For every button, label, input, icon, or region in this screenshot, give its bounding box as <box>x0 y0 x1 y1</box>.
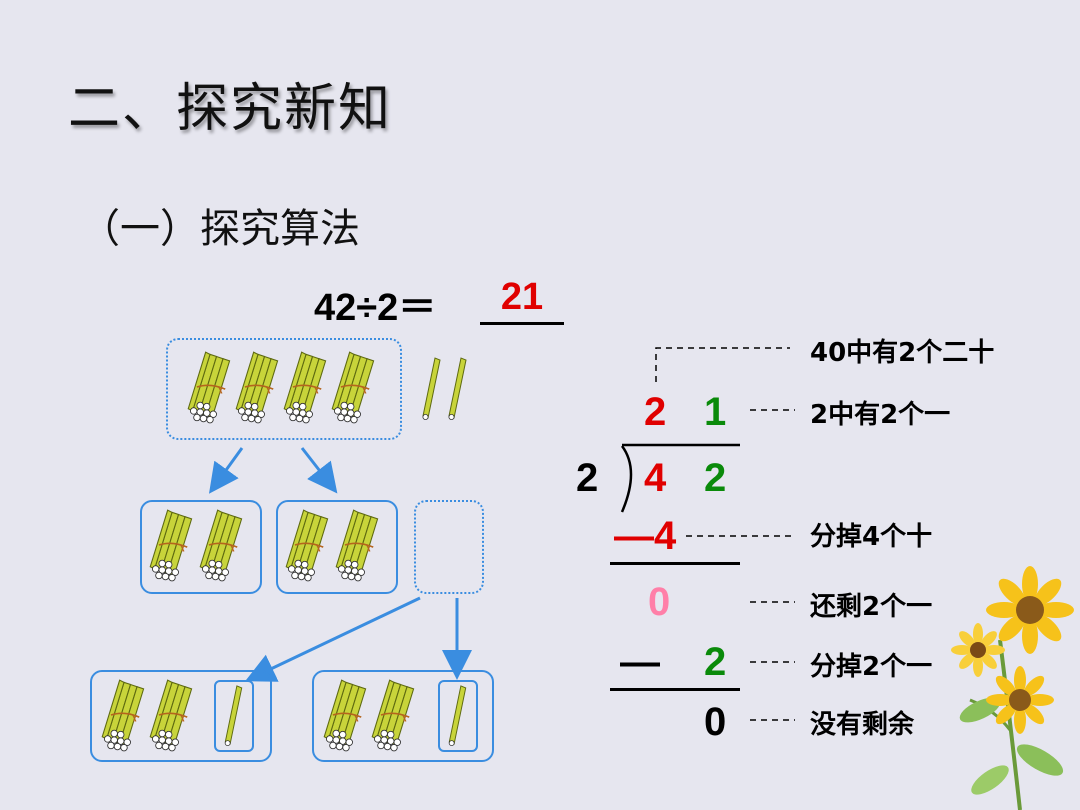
empty-group <box>414 500 484 594</box>
stick-bundle-icon <box>370 678 418 752</box>
divisor: 2 <box>576 456 599 500</box>
note-forty: 40中有2个二十 <box>810 338 995 368</box>
second-subtraction-sign: — <box>620 640 660 684</box>
stick-bundle-icon <box>334 508 382 582</box>
single-stick-icon <box>446 684 468 746</box>
final-remainder: 0 <box>704 700 727 744</box>
subtraction-line <box>610 688 740 691</box>
answer-underline <box>480 322 564 325</box>
sunflower-decoration-icon <box>951 566 1074 810</box>
first-remainder: 0 <box>648 580 671 624</box>
share-group-left <box>140 500 262 594</box>
stick-bundle-icon <box>148 508 196 582</box>
note-share-ones: 分掉2个一 <box>810 652 933 682</box>
final-group-right <box>312 670 494 762</box>
final-group-left <box>90 670 272 762</box>
arrow <box>300 447 338 494</box>
arrow <box>208 447 244 494</box>
division-lines <box>620 347 795 721</box>
note-remain-ones: 还剩2个一 <box>810 592 933 622</box>
quotient-ones: 1 <box>704 390 727 434</box>
first-subtraction: —4 <box>614 514 677 558</box>
stick-bundle-icon <box>148 678 196 752</box>
dividend-tens: 4 <box>644 456 667 500</box>
single-stick-frame <box>438 680 478 752</box>
arrow <box>245 596 421 682</box>
note-share-tens: 分掉4个十 <box>810 522 933 552</box>
stick-bundle-icon <box>100 678 148 752</box>
stick-bundle-icon <box>322 678 370 752</box>
stick-bundle-icon <box>284 508 332 582</box>
single-stick-icon <box>222 684 244 746</box>
equation-expression: 42÷2＝ <box>314 287 437 329</box>
note-two-ones: 2中有2个一 <box>810 400 951 430</box>
subtraction-line <box>610 562 740 565</box>
note-no-remainder: 没有剩余 <box>810 710 915 740</box>
single-stick-frame <box>214 680 254 752</box>
stick-bundle-icon <box>198 508 246 582</box>
dividend-ones: 2 <box>704 456 727 500</box>
second-subtraction: 2 <box>704 640 727 684</box>
equation-answer: 21 <box>500 276 544 318</box>
share-group-right <box>276 500 398 594</box>
page-title: 二、探究新知 <box>68 79 393 139</box>
quotient-tens: 2 <box>644 390 667 434</box>
initial-sticks-group <box>166 338 402 440</box>
section-subtitle: （一）探究算法 <box>80 206 360 252</box>
